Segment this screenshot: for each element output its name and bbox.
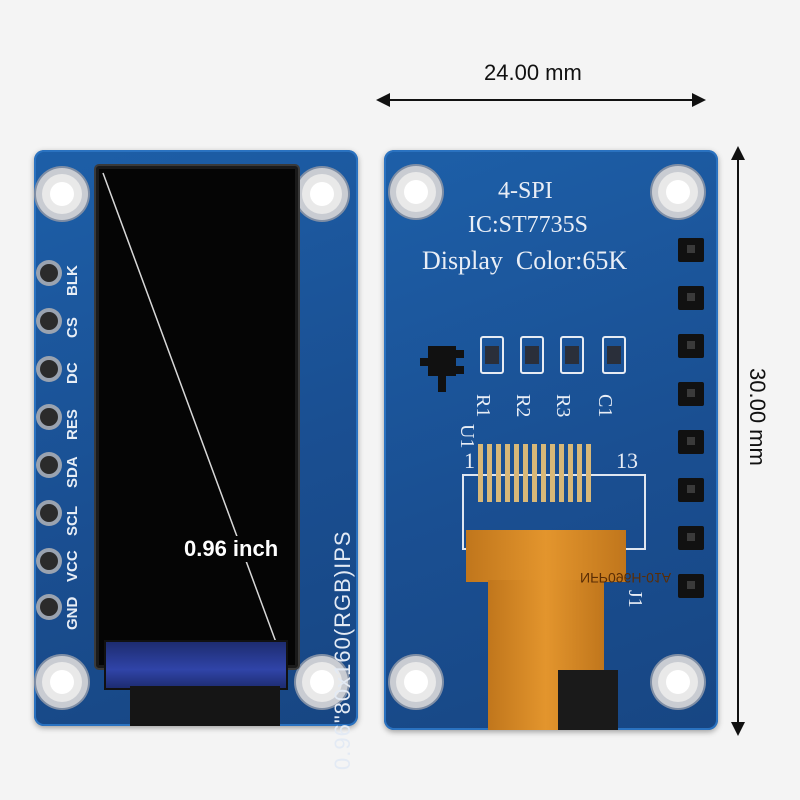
width-dimension-arrow	[376, 93, 706, 107]
u1-label: U1	[456, 424, 478, 449]
pin-label-cs: CS	[64, 317, 81, 338]
pin-label-gnd: GND	[64, 596, 81, 630]
pin-1-label: 1	[464, 448, 475, 473]
transistor-footprint	[420, 346, 464, 392]
pin-label-scl: SCL	[64, 506, 81, 536]
gold-pin	[487, 444, 492, 502]
header-pin	[678, 574, 704, 598]
c1-label: C1	[594, 394, 616, 418]
diagonal-line	[102, 172, 278, 646]
pin-label-vcc: VCC	[64, 550, 81, 582]
pin-hole	[40, 552, 58, 570]
gold-pin	[586, 444, 591, 502]
header-pin	[678, 526, 704, 550]
header-pin	[678, 382, 704, 406]
mount-hole	[42, 174, 82, 214]
header-pin	[678, 238, 704, 262]
gold-pin	[532, 444, 537, 502]
header-pin	[678, 430, 704, 454]
display-spec-text: 0.96"80x160(RGB)IPS	[330, 530, 355, 770]
flex-cable	[466, 530, 626, 582]
pin-hole	[40, 312, 58, 330]
ic-label: IC:ST7735S	[468, 212, 589, 238]
capacitor-c1	[602, 336, 626, 374]
height-dimension-arrow	[731, 146, 745, 736]
gold-pin	[523, 444, 528, 502]
header-pin	[678, 478, 704, 502]
gold-pin	[514, 444, 519, 502]
r1-label: R1	[472, 394, 494, 418]
header-label-j1: J1	[624, 590, 646, 608]
display-glass-edge	[104, 640, 288, 690]
fpc-part-label: NFP096H-01A	[580, 570, 672, 586]
mount-hole	[302, 662, 342, 702]
pin-hole	[40, 456, 58, 474]
width-dimension-label: 24.00 mm	[484, 60, 582, 85]
pin-label-blk: BLK	[64, 265, 81, 296]
resistor-r2	[520, 336, 544, 374]
height-dimension-label: 30.00 mm	[745, 368, 770, 466]
interface-label: 4-SPI	[498, 178, 553, 204]
pin-hole	[40, 360, 58, 378]
gold-pin	[496, 444, 501, 502]
header-pin	[678, 334, 704, 358]
gold-pin	[541, 444, 546, 502]
r2-label: R2	[512, 394, 534, 418]
back-board: 4-SPI IC:ST7735S Display Color:65K R1 R2…	[384, 150, 718, 730]
resistor-r1	[480, 336, 504, 374]
mount-hole	[302, 174, 342, 214]
resistor-r3	[560, 336, 584, 374]
diagonal-size-label: 0.96 inch	[180, 536, 283, 562]
pin-label-res: RES	[64, 409, 81, 440]
lcd-screen	[96, 166, 298, 668]
pin-label-sda: SDA	[64, 456, 81, 488]
mount-hole	[658, 172, 698, 212]
header-pin	[678, 286, 704, 310]
mount-hole	[42, 662, 82, 702]
pin-label-dc: DC	[64, 362, 81, 384]
pin-hole	[40, 264, 58, 282]
flex-cable-shadow	[558, 670, 618, 730]
gold-pin	[577, 444, 582, 502]
mount-hole	[396, 172, 436, 212]
front-board: GND VCC SCL SDA RES DC CS BLK 0.96 inch …	[34, 150, 358, 770]
pin-hole	[40, 408, 58, 426]
gold-pin	[478, 444, 483, 502]
display-flex-base	[130, 686, 280, 726]
pin-hole	[40, 504, 58, 522]
mount-hole	[396, 662, 436, 702]
mount-hole	[658, 662, 698, 702]
pin-hole	[40, 598, 58, 616]
gold-pin	[550, 444, 555, 502]
pin-13-label: 13	[616, 448, 638, 473]
r3-label: R3	[552, 394, 574, 418]
gold-pin	[559, 444, 564, 502]
gold-pin	[568, 444, 573, 502]
gold-pin	[505, 444, 510, 502]
display-color-label: Display Color:65K	[422, 246, 628, 275]
